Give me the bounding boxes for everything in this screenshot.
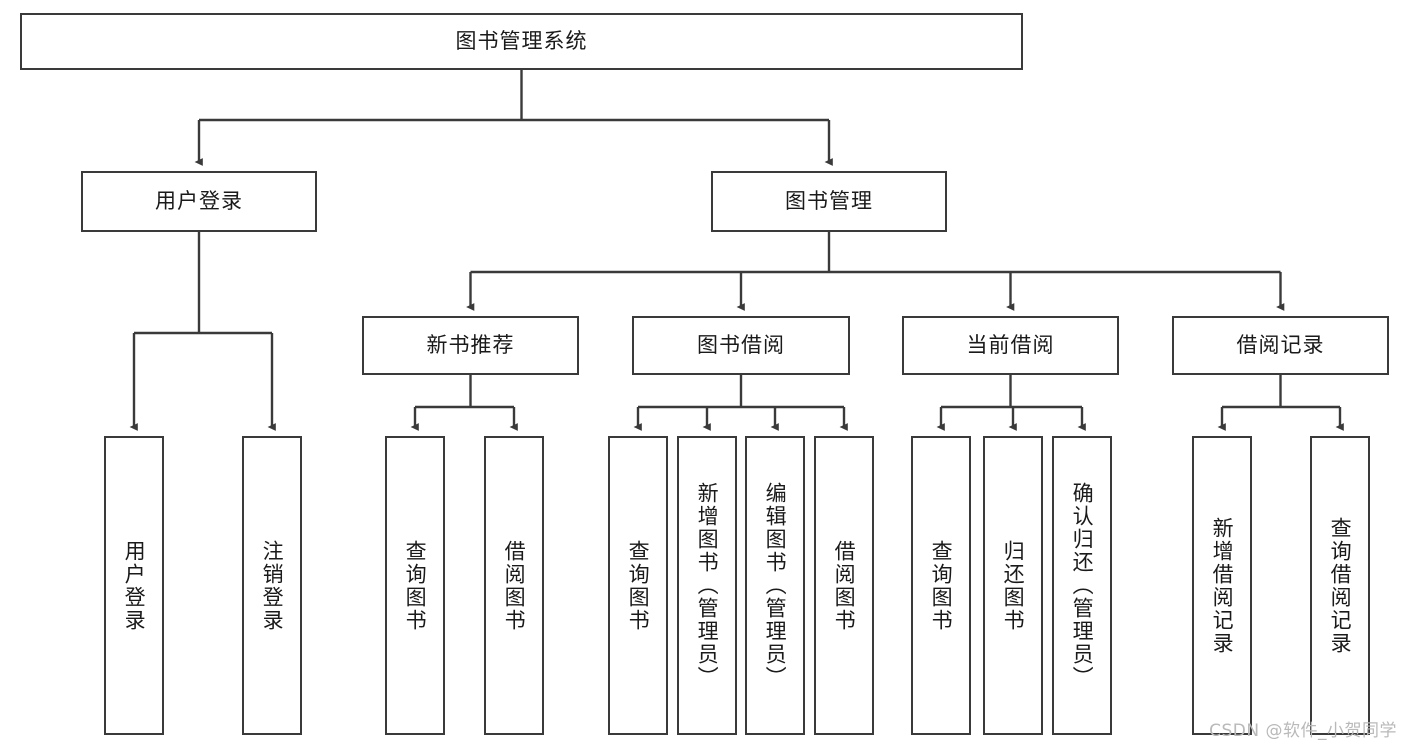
node-leaf-cu-confirm[interactable]: 确认归还（管理员） — [1052, 436, 1112, 735]
node-label: 图书管理系统 — [455, 28, 588, 53]
node-records[interactable]: 借阅记录 — [1172, 316, 1389, 375]
node-leaf-bo-edit[interactable]: 编辑图书（管理员） — [745, 436, 805, 735]
node-label: 查询借阅记录 — [1328, 516, 1353, 655]
node-label: 借阅图书 — [502, 539, 527, 632]
node-borrow[interactable]: 图书借阅 — [632, 316, 850, 375]
node-leaf-nb-borrow[interactable]: 借阅图书 — [484, 436, 544, 735]
node-label: 归还图书 — [1001, 539, 1026, 632]
node-label: 用户登录 — [122, 539, 147, 632]
node-label: 图书管理 — [785, 188, 873, 213]
node-label: 当前借阅 — [966, 332, 1055, 357]
node-label: 查询图书 — [403, 539, 428, 632]
node-label: 查询图书 — [929, 539, 954, 632]
node-leaf-user-logout[interactable]: 注销登录 — [242, 436, 302, 735]
node-label: 图书借阅 — [697, 332, 785, 357]
node-label: 查询图书 — [626, 539, 651, 632]
node-label: 新书推荐 — [426, 332, 515, 357]
node-leaf-nb-query[interactable]: 查询图书 — [385, 436, 445, 735]
node-label: 借阅记录 — [1236, 332, 1325, 357]
node-label: 新增图书（管理员） — [695, 482, 720, 689]
node-label: 用户登录 — [155, 188, 243, 213]
node-newbook[interactable]: 新书推荐 — [362, 316, 579, 375]
node-leaf-bo-query[interactable]: 查询图书 — [608, 436, 668, 735]
node-label: 借阅图书 — [832, 539, 857, 632]
node-bookmgr[interactable]: 图书管理 — [711, 171, 947, 232]
node-leaf-re-query[interactable]: 查询借阅记录 — [1310, 436, 1370, 735]
node-root[interactable]: 图书管理系统 — [20, 13, 1023, 70]
node-label: 编辑图书（管理员） — [763, 482, 788, 689]
node-leaf-bo-add[interactable]: 新增图书（管理员） — [677, 436, 737, 735]
node-leaf-bo-borrow[interactable]: 借阅图书 — [814, 436, 874, 735]
node-label: 确认归还（管理员） — [1070, 482, 1095, 689]
node-leaf-cu-return[interactable]: 归还图书 — [983, 436, 1043, 735]
node-label: 新增借阅记录 — [1210, 516, 1235, 655]
node-login[interactable]: 用户登录 — [81, 171, 317, 232]
csdn-watermark: CSDN @软件_小贺同学 — [1209, 721, 1397, 741]
node-label: 注销登录 — [260, 539, 285, 632]
node-leaf-cu-query[interactable]: 查询图书 — [911, 436, 971, 735]
node-current[interactable]: 当前借阅 — [902, 316, 1119, 375]
node-leaf-re-add[interactable]: 新增借阅记录 — [1192, 436, 1252, 735]
node-leaf-user-login[interactable]: 用户登录 — [104, 436, 164, 735]
